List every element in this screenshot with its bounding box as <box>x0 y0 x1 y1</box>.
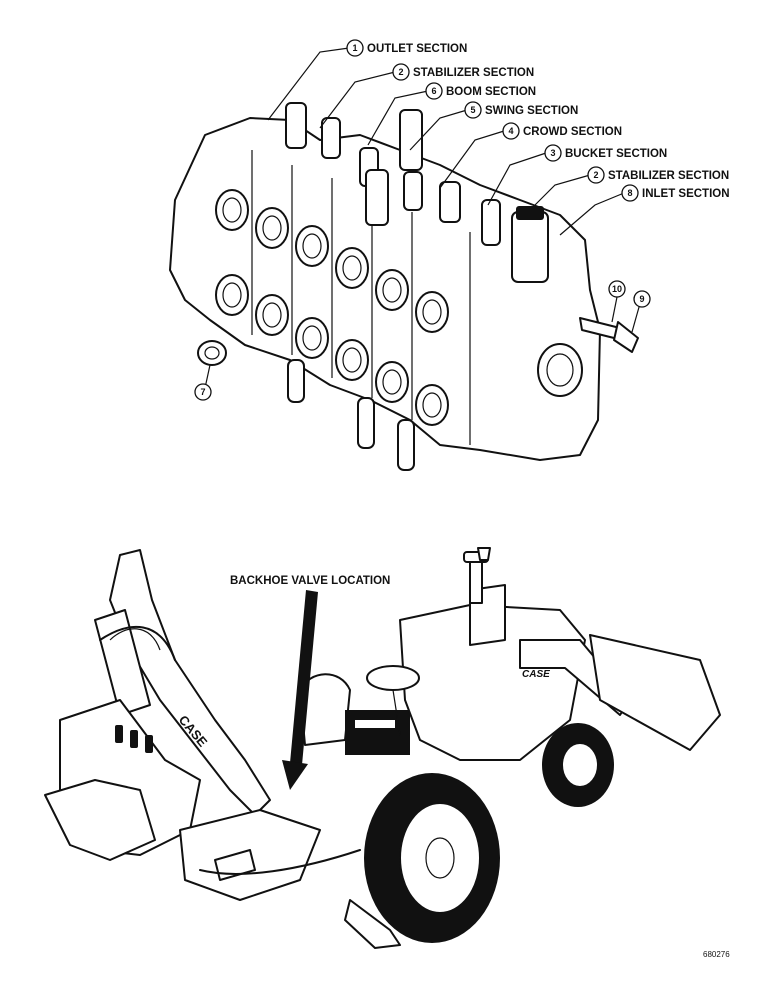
callout-item: 6 BOOM SECTION <box>425 82 536 100</box>
steering-wheel <box>366 665 420 691</box>
callout-circle <box>502 122 520 140</box>
callout-number: 1 <box>352 43 357 53</box>
callout-item: 4 CROWD SECTION <box>502 122 622 140</box>
callout-number: 3 <box>550 148 555 158</box>
callout-item: 1 OUTLET SECTION <box>346 39 467 57</box>
callout-label: CROWD SECTION <box>523 126 622 138</box>
callout-circle <box>392 63 410 81</box>
callout-label: INLET SECTION <box>642 188 730 200</box>
callout-label: STABILIZER SECTION <box>608 170 729 182</box>
location-pointer <box>282 590 318 790</box>
lower-ports <box>215 274 449 426</box>
callout-label: SWING SECTION <box>485 105 578 117</box>
plug-callout-7: 7 <box>194 383 212 401</box>
plug-part <box>197 340 227 366</box>
exhaust-stack <box>469 557 483 604</box>
backhoe-bucket <box>44 779 156 861</box>
callout-item: 2 STABILIZER SECTION <box>392 63 534 81</box>
bottom-spool-ends <box>287 359 415 471</box>
leader-lines <box>204 47 642 389</box>
inlet-port <box>537 343 583 397</box>
tractor-backhoe-drawing: CASE CASE <box>44 547 721 949</box>
bolt-part <box>579 317 639 353</box>
stabilizer-pad <box>344 899 401 949</box>
callout-circle <box>425 82 443 100</box>
callout-circle <box>621 184 639 202</box>
bolt-callout-number: 10 <box>612 284 622 294</box>
callout-number: 6 <box>431 86 436 96</box>
callout-item: 5 SWING SECTION <box>464 101 578 119</box>
callout-circle <box>346 39 364 57</box>
plug-callout-number: 7 <box>200 387 205 397</box>
valve-housing <box>345 710 410 755</box>
location-label: BACKHOE VALVE LOCATION <box>230 575 390 587</box>
loader-bucket <box>589 634 721 751</box>
callout-number: 2 <box>593 170 598 180</box>
callout-item: 8 INLET SECTION <box>621 184 730 202</box>
callout-item: 2 STABILIZER SECTION <box>587 166 729 184</box>
valve-bank-drawing <box>169 102 639 471</box>
callout-label: BUCKET SECTION <box>565 148 667 160</box>
callout-circle <box>587 166 605 184</box>
rear-tire <box>364 773 500 943</box>
callout-item: 3 BUCKET SECTION <box>544 144 667 162</box>
callout-number: 5 <box>470 105 475 115</box>
loader-decal: CASE <box>522 669 550 680</box>
callout-label: BOOM SECTION <box>446 86 536 98</box>
figure-number: 680276 <box>703 950 730 959</box>
callout-label: OUTLET SECTION <box>367 43 467 55</box>
callout-circle <box>464 101 482 119</box>
bolt-callout-number: 9 <box>639 294 644 304</box>
callout-label: STABILIZER SECTION <box>413 67 534 79</box>
front-tire <box>542 723 614 807</box>
boom-cylinder <box>94 609 151 716</box>
spool-ends <box>285 102 549 283</box>
bolt-callout-10: 10 <box>608 280 626 298</box>
callout-circle <box>544 144 562 162</box>
upper-ports <box>215 189 449 333</box>
bolt-callout-9: 9 <box>633 290 651 308</box>
callout-number: 8 <box>627 188 632 198</box>
callout-number: 2 <box>398 67 403 77</box>
callout-number: 4 <box>508 126 513 136</box>
